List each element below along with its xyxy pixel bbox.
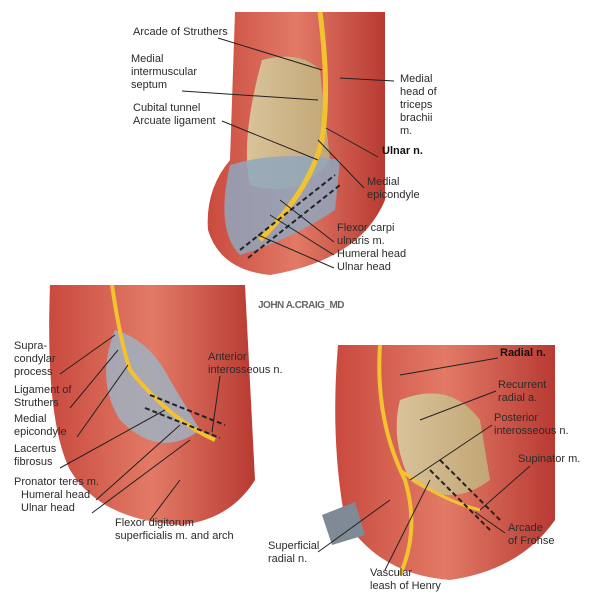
label-line: process xyxy=(14,366,53,378)
label-line: brachii xyxy=(400,112,433,124)
label-arcade-of-struthers: Arcade of Struthers xyxy=(133,26,228,38)
bottom-right-elbow-illustration xyxy=(322,344,555,580)
label-line: septum xyxy=(131,79,168,91)
label-cubital-tunnel: Cubital tunnel Arcuate ligament xyxy=(133,102,216,128)
label-line: Supra- xyxy=(14,340,48,352)
label-line: triceps xyxy=(400,99,433,111)
label-line: interosseous n. xyxy=(208,364,283,376)
leader-lines xyxy=(59,37,531,571)
label-ulnar-nerve: Ulnar n. xyxy=(382,145,423,157)
label-radial-nerve: Radial n. xyxy=(500,347,546,359)
label-line: epicondyle xyxy=(14,426,67,438)
label-line: m. xyxy=(400,125,413,137)
label-lacertus-fibrosus: Lacertus fibrosus xyxy=(14,443,56,469)
label-posterior-interosseous: Posterior interosseous n. xyxy=(494,412,569,438)
label-line: Medial xyxy=(131,53,164,65)
label-line: Arcade xyxy=(508,522,543,534)
label-line: Humeral head xyxy=(337,248,407,260)
label-line: Anterior xyxy=(208,351,247,363)
label-line: ulnaris m. xyxy=(337,235,385,247)
label-line: radial n. xyxy=(268,553,308,565)
label-line: of Frohse xyxy=(508,535,555,547)
label-line: leash of Henry xyxy=(370,580,441,592)
label-pronator-teres: Pronator teres m. Humeral head Ulnar hea… xyxy=(14,476,99,515)
label-vascular-leash: Vascular leash of Henry xyxy=(370,567,441,593)
label-line: Ulnar head xyxy=(337,261,391,273)
label-line: superficialis m. and arch xyxy=(115,530,234,542)
label-line: Posterior xyxy=(494,412,539,424)
label-superficial-radial: Superficial radial n. xyxy=(268,540,319,566)
label-line: interosseous n. xyxy=(494,425,569,437)
label-recurrent-radial: Recurrent radial a. xyxy=(498,379,546,405)
label-line: Ulnar head xyxy=(21,502,75,514)
label-line: Medial xyxy=(14,413,47,425)
label-ligament-of-struthers: Ligament of Struthers xyxy=(14,384,71,410)
label-line: Medial xyxy=(367,176,400,188)
label-line: Cubital tunnel xyxy=(133,102,201,114)
artist-signature: JOHN A.CRAIG_MD xyxy=(258,300,345,311)
label-line: Lacertus xyxy=(14,443,57,455)
label-anterior-interosseous: Anterior interosseous n. xyxy=(208,351,283,377)
label-medial-epicondyle-left: Medial epicondyle xyxy=(14,413,67,439)
label-line: fibrosus xyxy=(14,456,53,468)
label-line: condylar xyxy=(14,353,56,365)
label-line: Ligament of xyxy=(14,384,72,396)
label-line: Humeral head xyxy=(21,489,91,501)
label-supinator: Supinator m. xyxy=(518,453,581,465)
label-arcade-of-frohse: Arcade of Frohse xyxy=(508,522,554,548)
label-line: Arcuate ligament xyxy=(133,115,216,127)
retractor xyxy=(322,502,365,545)
label-flexor-digitorum: Flexor digitorum superficialis m. and ar… xyxy=(115,517,234,543)
label-supracondylar-process: Supra- condylar process xyxy=(14,340,56,379)
label-medial-intermuscular-septum: Medial intermuscular septum xyxy=(131,53,197,92)
label-line: epicondyle xyxy=(367,189,420,201)
label-line: head of xyxy=(400,86,437,98)
label-medial-head-triceps: Medial head of triceps brachii m. xyxy=(400,73,437,138)
label-line: radial a. xyxy=(498,392,538,404)
label-line: Medial xyxy=(400,73,433,85)
label-flexor-carpi-ulnaris: Flexor carpi ulnaris m. Humeral head Uln… xyxy=(337,222,406,274)
label-line: Flexor carpi xyxy=(337,222,395,234)
label-line: Pronator teres m. xyxy=(14,476,99,488)
label-line: Superficial xyxy=(268,540,320,552)
label-line: Flexor digitorum xyxy=(115,517,194,529)
label-line: intermuscular xyxy=(131,66,198,78)
label-line: Recurrent xyxy=(498,379,547,391)
label-medial-epicondyle-top: Medial epicondyle xyxy=(367,176,420,202)
label-line: Struthers xyxy=(14,397,59,409)
label-line: Vascular xyxy=(370,567,412,579)
